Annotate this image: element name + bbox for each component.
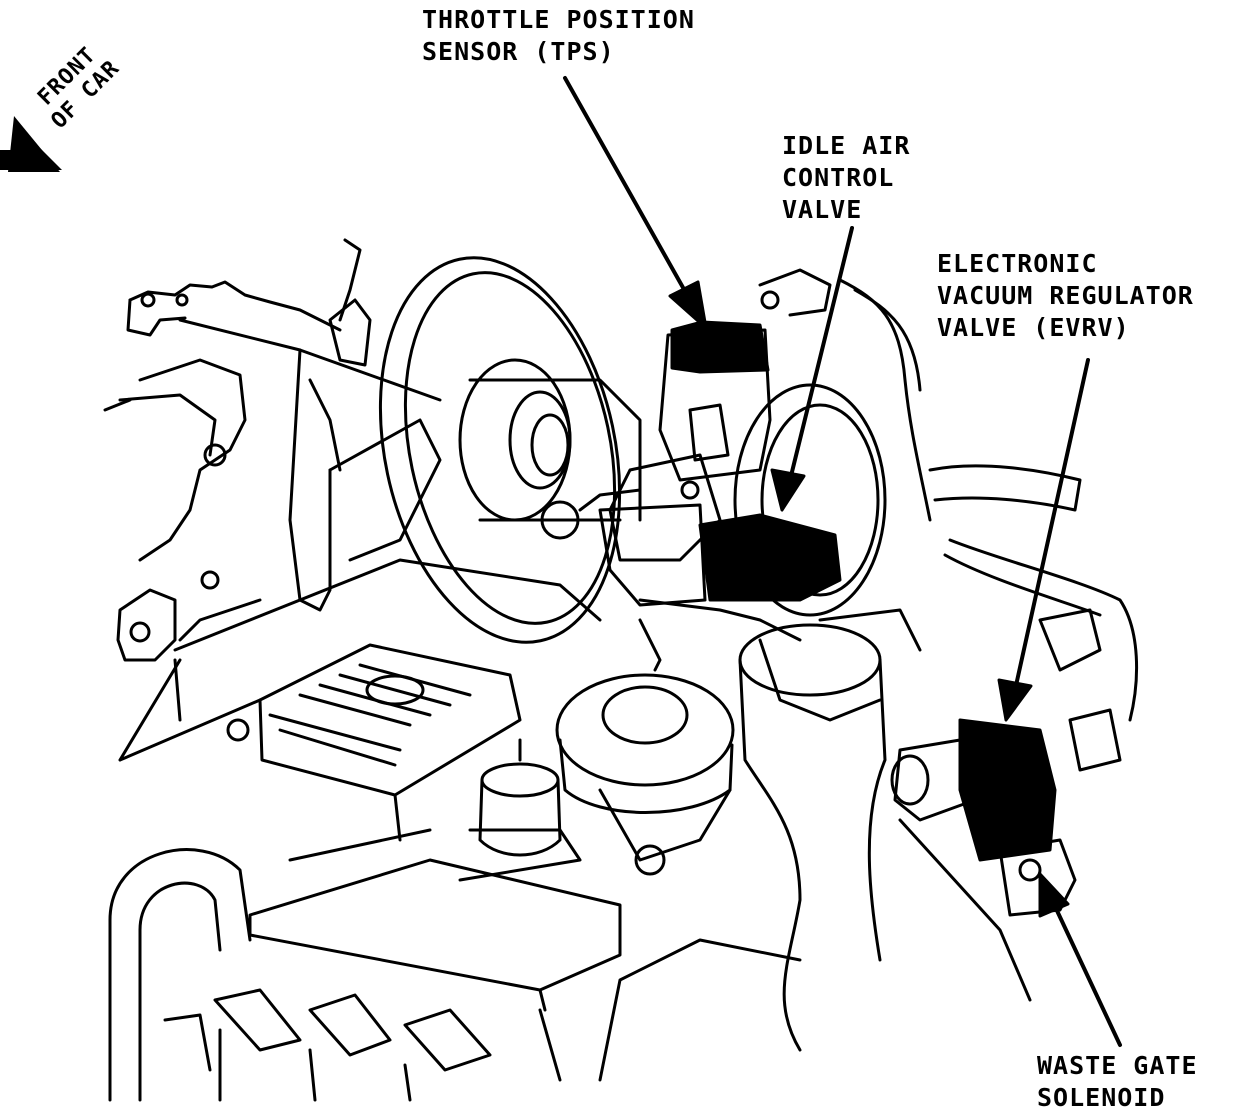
throttle-cable — [178, 238, 442, 612]
intake-bracket — [103, 280, 342, 722]
tps-label-line: THROTTLE POSITION — [422, 5, 695, 34]
waste-gate-solenoid — [998, 838, 1077, 917]
vacuum-hose — [108, 848, 252, 1102]
engine-block — [173, 558, 1032, 1082]
waste-gate-label: WASTE GATE SOLENOID — [1037, 1050, 1198, 1114]
iac-arrow-icon — [770, 226, 854, 512]
evrv-label-line: VALVE (EVRV) — [937, 313, 1130, 342]
pressure-regulator — [458, 738, 582, 882]
tps-label-line: SENSOR (TPS) — [422, 37, 615, 66]
evrv-valve — [890, 608, 1122, 862]
iac-label-line: CONTROL — [782, 163, 895, 192]
waste-gate-label-line: SOLENOID — [1037, 1083, 1166, 1112]
tps-label: THROTTLE POSITION SENSOR (TPS) — [422, 4, 695, 68]
brake-booster — [378, 256, 642, 644]
air-duct — [738, 608, 922, 1052]
coil-pack — [213, 828, 622, 1102]
evrv-label: ELECTRONIC VACUUM REGULATOR VALVE (EVRV) — [937, 248, 1194, 344]
iac-label: IDLE AIR CONTROL VALVE — [782, 130, 910, 226]
evrv-label-line: VACUUM REGULATOR — [937, 281, 1194, 310]
waste-gate-label-line: WASTE GATE — [1037, 1051, 1198, 1080]
iac-label-line: VALVE — [782, 195, 863, 224]
evrv-label-line: ELECTRONIC — [937, 249, 1098, 278]
evrv-arrow-icon — [997, 358, 1090, 722]
egr-valve — [555, 673, 735, 876]
iac-label-line: IDLE AIR — [782, 131, 911, 160]
tps-arrow-icon — [563, 76, 708, 330]
ignition-module — [118, 643, 522, 842]
waste-gate-arrow-icon — [1038, 872, 1122, 1047]
idle-air-control-valve — [540, 488, 842, 672]
front-arrow-icon — [0, 116, 62, 172]
throttle-body — [608, 320, 887, 617]
